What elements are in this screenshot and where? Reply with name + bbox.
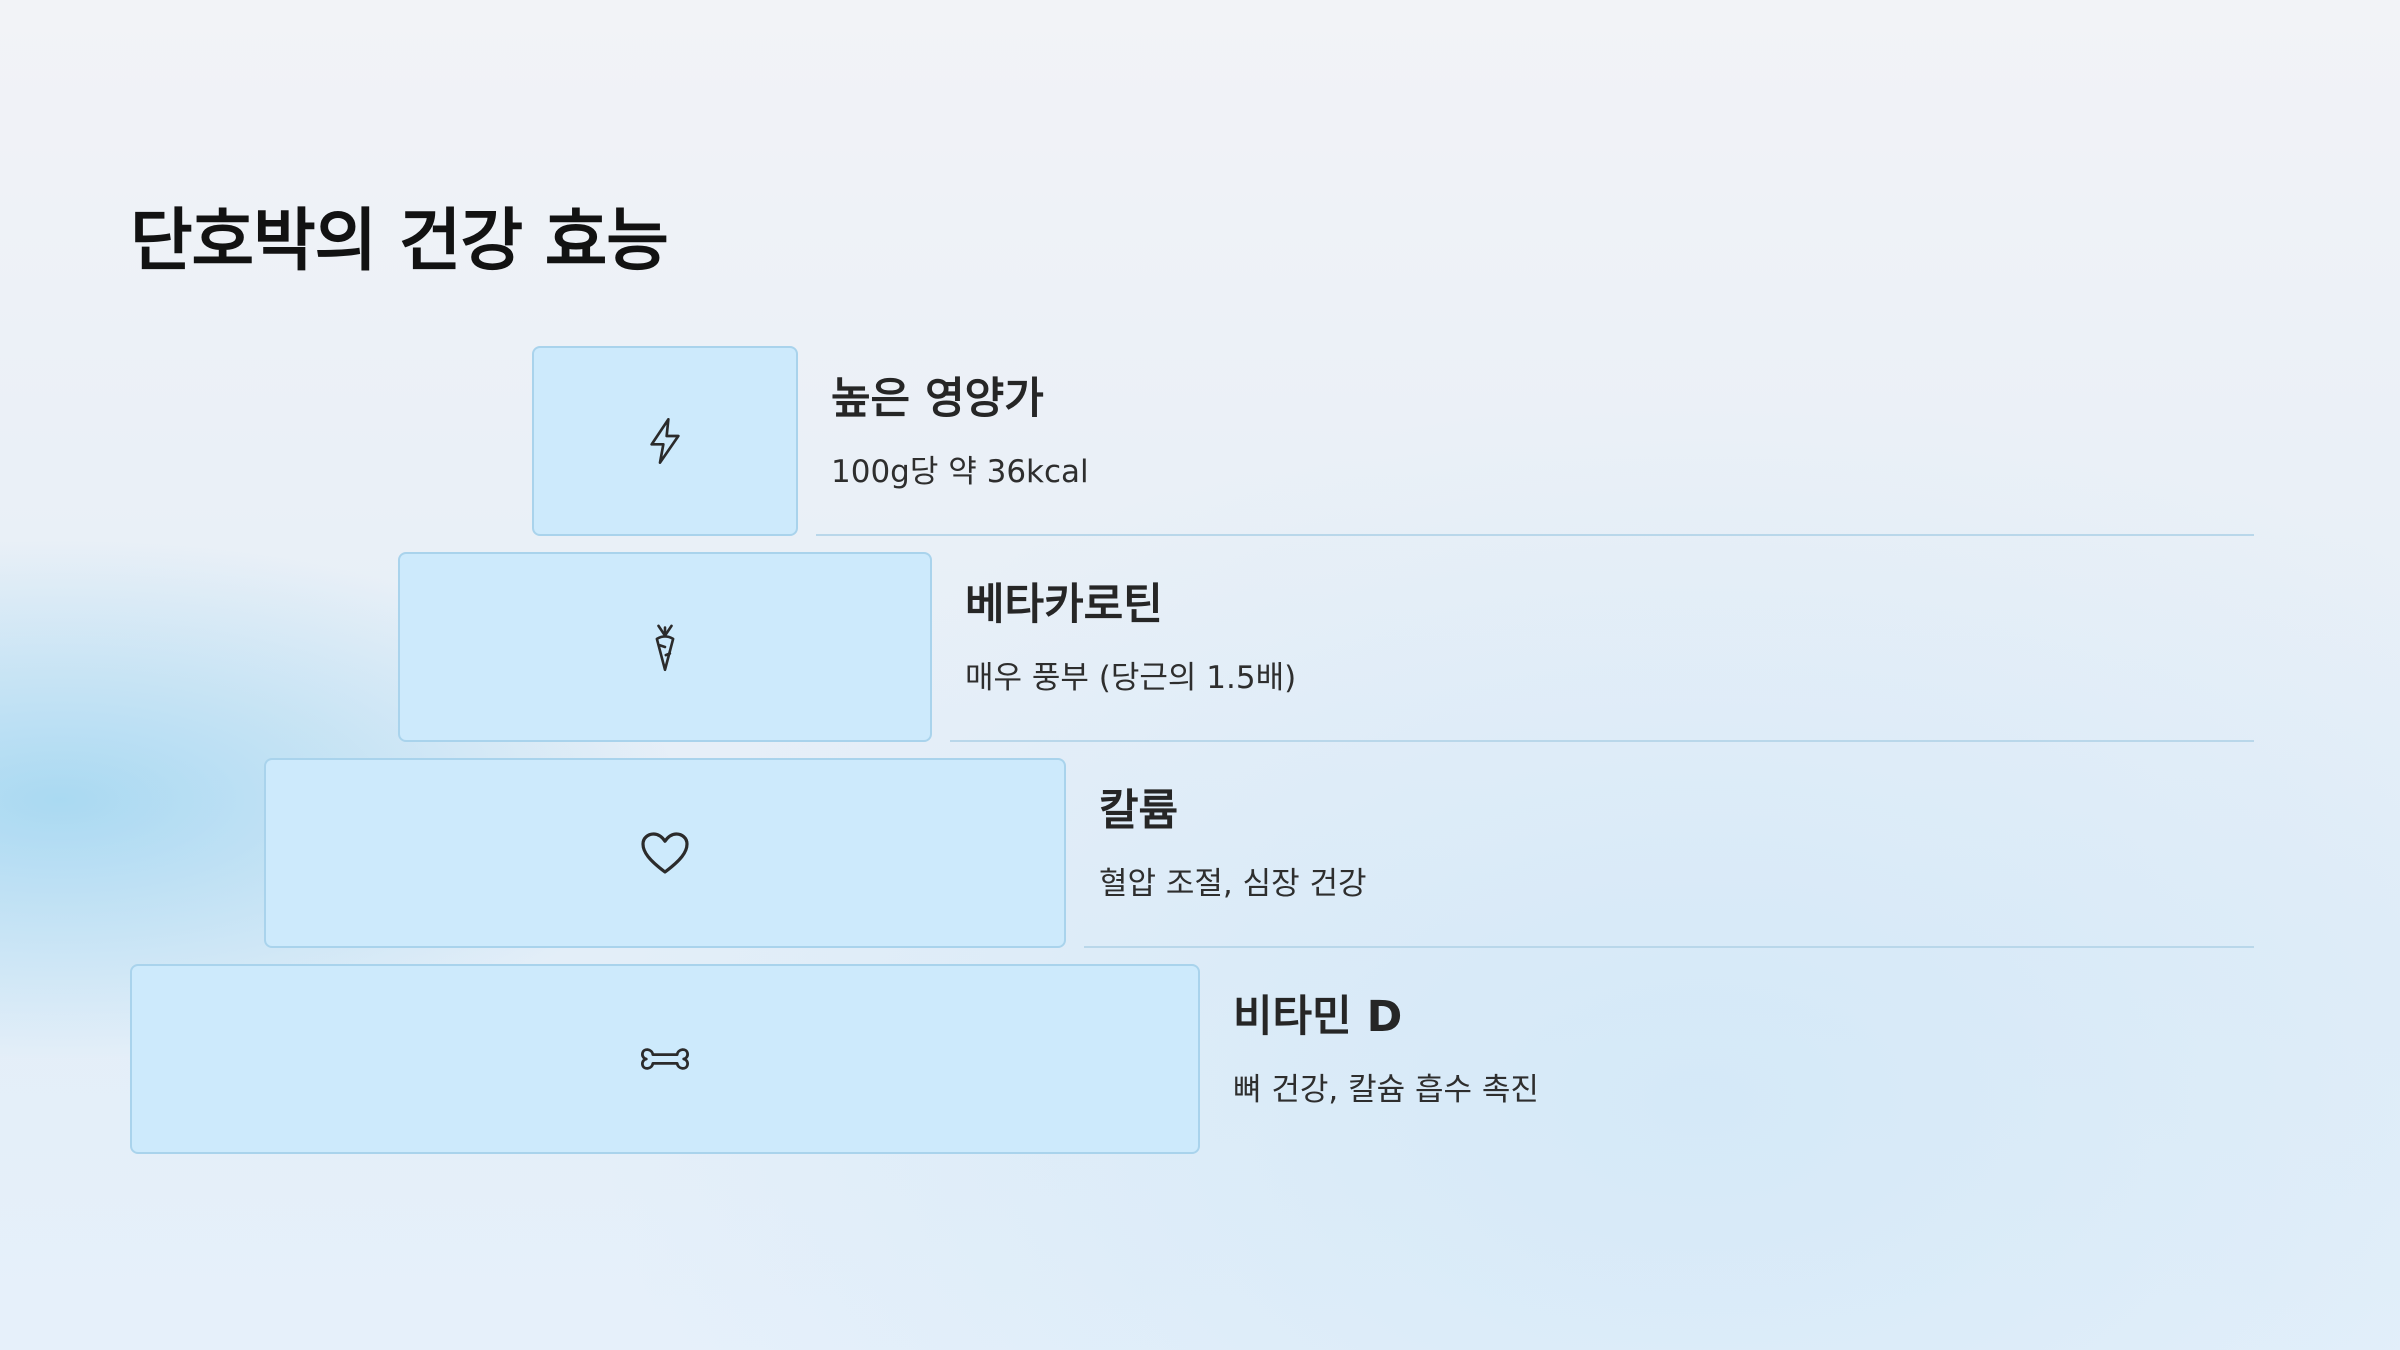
bone-icon	[639, 1043, 691, 1075]
tier-box-nutrition	[532, 346, 798, 536]
tier-box-beta-carotene	[398, 552, 932, 742]
heart-icon	[639, 830, 691, 876]
tier-box-vitamin-d	[130, 964, 1200, 1154]
carrot-icon	[650, 621, 680, 673]
lightning-icon	[645, 415, 685, 467]
tier-title: 높은 영양가	[831, 374, 1044, 424]
tier-description: 매우 풍부 (당근의 1.5배)	[965, 660, 1297, 696]
tier-box-potassium	[264, 758, 1066, 948]
tier-text-potassium: 칼륨 혈압 조절, 심장 건강	[1099, 790, 1367, 900]
tier-title: 칼륨	[1099, 786, 1179, 836]
tier-divider	[1084, 946, 2254, 948]
tier-title: 베타카로틴	[965, 580, 1163, 630]
tier-text-vitamin-d: 비타민 D 뼈 건강, 칼슘 흡수 촉진	[1233, 996, 1539, 1106]
tier-text-nutrition: 높은 영양가 100g당 약 36kcal	[831, 378, 1089, 488]
slide-title: 단호박의 건강 효능	[130, 202, 669, 281]
tier-description: 혈압 조절, 심장 건강	[1099, 866, 1367, 902]
tier-text-beta-carotene: 베타카로틴 매우 풍부 (당근의 1.5배)	[965, 584, 1296, 694]
tier-description: 뼈 건강, 칼슘 흡수 촉진	[1233, 1072, 1539, 1108]
tier-divider	[816, 534, 2254, 536]
tier-description: 100g당 약 36kcal	[831, 454, 1089, 490]
tier-title: 비타민 D	[1233, 992, 1403, 1042]
tier-divider	[950, 740, 2254, 742]
